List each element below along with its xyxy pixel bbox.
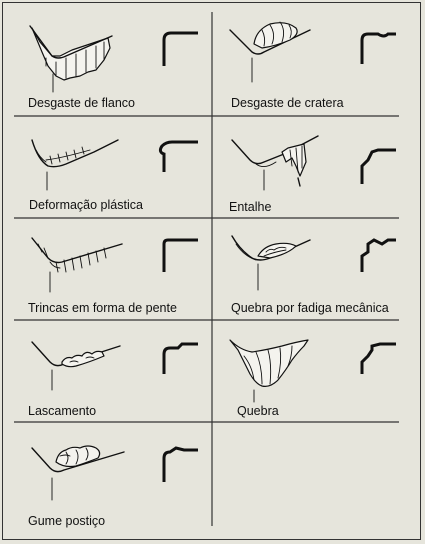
fracture-profile	[360, 342, 396, 374]
built-up-edge-profile	[162, 446, 198, 482]
flank-wear-tool-sketch	[29, 25, 113, 93]
notch-wear-tool-sketch	[231, 135, 319, 191]
plastic-deformation-profile	[158, 140, 198, 172]
caption-crater-wear: Desgaste de cratera	[231, 96, 344, 110]
chipping-profile	[162, 342, 198, 374]
caption-notch-wear: Entalhe	[229, 200, 272, 214]
comb-cracks-profile	[162, 238, 198, 272]
crater-wear-profile	[360, 32, 396, 64]
comb-cracks-tool-sketch	[31, 237, 123, 293]
caption-plastic-deformation: Deformação plástica	[29, 198, 143, 212]
fatigue-fracture-tool-sketch	[231, 235, 311, 291]
plastic-deformation-tool-sketch	[31, 139, 119, 191]
built-up-edge-tool-sketch	[31, 445, 125, 501]
caption-fracture: Quebra	[237, 404, 279, 418]
caption-chipping: Lascamento	[28, 404, 97, 418]
caption-built-up-edge: Gume postiço	[28, 514, 106, 528]
fatigue-fracture-profile	[360, 238, 396, 272]
caption-fatigue-fracture: Quebra por fadiga mecânica	[231, 301, 389, 315]
fracture-tool-sketch	[229, 339, 309, 403]
chipping-tool-sketch	[31, 341, 121, 391]
caption-comb-cracks: Trincas em forma de pente	[28, 301, 177, 315]
crater-wear-tool-sketch	[229, 21, 311, 83]
notch-wear-profile	[360, 148, 396, 184]
caption-flank-wear: Desgaste de flanco	[28, 96, 136, 110]
flank-wear-profile	[162, 31, 198, 66]
